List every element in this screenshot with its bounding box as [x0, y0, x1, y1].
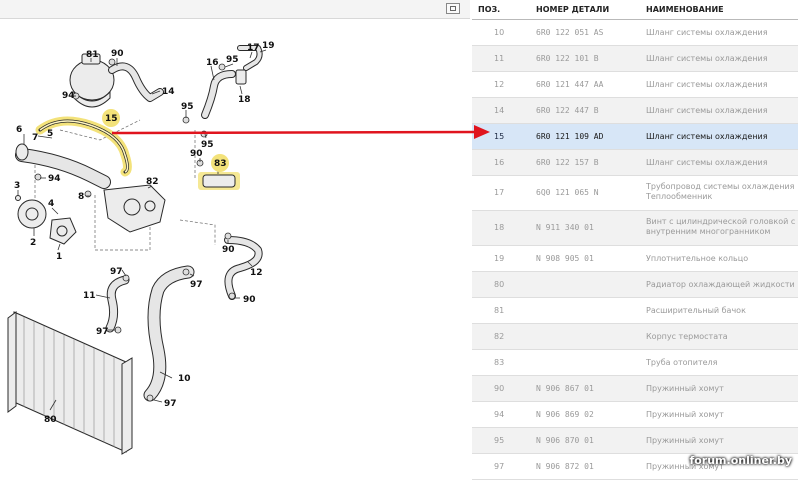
label-14[interactable]: 14 [162, 87, 175, 97]
table-header: ПОЗ. НОМЕР ДЕТАЛИ НАИМЕНОВАНИЕ [472, 0, 798, 20]
part-labels: 81 90 94 14 16 95 17 19 18 15 95 95 6 7 … [14, 41, 275, 425]
label-1[interactable]: 1 [56, 252, 62, 262]
fit-view-icon[interactable] [446, 3, 460, 14]
label-80[interactable]: 80 [44, 415, 57, 425]
watermark: forum.onliner.by [689, 454, 792, 467]
label-90[interactable]: 90 [111, 49, 124, 59]
hose-15-highlighted[interactable] [35, 116, 132, 177]
label-97[interactable]: 97 [96, 327, 109, 337]
label-16[interactable]: 16 [206, 58, 219, 68]
label-7[interactable]: 7 [32, 133, 38, 143]
label-8[interactable]: 8 [78, 192, 84, 202]
label-81[interactable]: 81 [86, 50, 99, 60]
label-3[interactable]: 3 [14, 181, 20, 191]
diagram-toolbar [0, 0, 470, 19]
label-90[interactable]: 90 [222, 245, 235, 255]
label-6[interactable]: 6 [16, 125, 22, 135]
label-97[interactable]: 97 [164, 399, 177, 409]
label-83[interactable]: 83 [214, 159, 227, 169]
header-pos[interactable]: ПОЗ. [478, 5, 501, 14]
parts-diagram[interactable]: 81 90 94 14 16 95 17 19 18 15 95 95 6 7 … [0, 0, 470, 471]
label-17[interactable]: 17 [247, 43, 260, 53]
water-pump-2[interactable] [17, 199, 77, 245]
label-95[interactable]: 95 [226, 55, 239, 65]
label-18[interactable]: 18 [238, 95, 251, 105]
label-10[interactable]: 10 [178, 374, 191, 384]
label-11[interactable]: 11 [83, 291, 96, 301]
label-19[interactable]: 19 [262, 41, 275, 51]
label-97[interactable]: 97 [110, 267, 123, 277]
label-4[interactable]: 4 [48, 199, 54, 209]
header-part-number[interactable]: НОМЕР ДЕТАЛИ [536, 5, 610, 14]
label-94[interactable]: 94 [48, 174, 61, 184]
header-name[interactable]: НАИМЕНОВАНИЕ [646, 5, 724, 14]
label-95[interactable]: 95 [201, 140, 214, 150]
diagram-canvas: 81 90 94 14 16 95 17 19 18 15 95 95 6 7 … [7, 41, 275, 455]
label-94[interactable]: 94 [62, 91, 75, 101]
thermostat-housing-82[interactable] [103, 184, 166, 233]
label-12[interactable]: 12 [250, 268, 263, 278]
label-5[interactable]: 5 [47, 129, 53, 139]
label-2[interactable]: 2 [30, 238, 36, 248]
label-83-highlight [211, 154, 229, 172]
label-90[interactable]: 90 [243, 295, 256, 305]
radiator-80[interactable] [7, 311, 133, 455]
label-82[interactable]: 82 [146, 177, 159, 187]
label-97[interactable]: 97 [190, 280, 203, 290]
expansion-tank-81[interactable] [69, 53, 115, 108]
label-15-highlight [102, 109, 120, 127]
label-15[interactable]: 15 [105, 114, 118, 124]
label-95[interactable]: 95 [181, 102, 194, 112]
heater-pipe-83[interactable] [198, 172, 240, 190]
label-90[interactable]: 90 [190, 149, 203, 159]
